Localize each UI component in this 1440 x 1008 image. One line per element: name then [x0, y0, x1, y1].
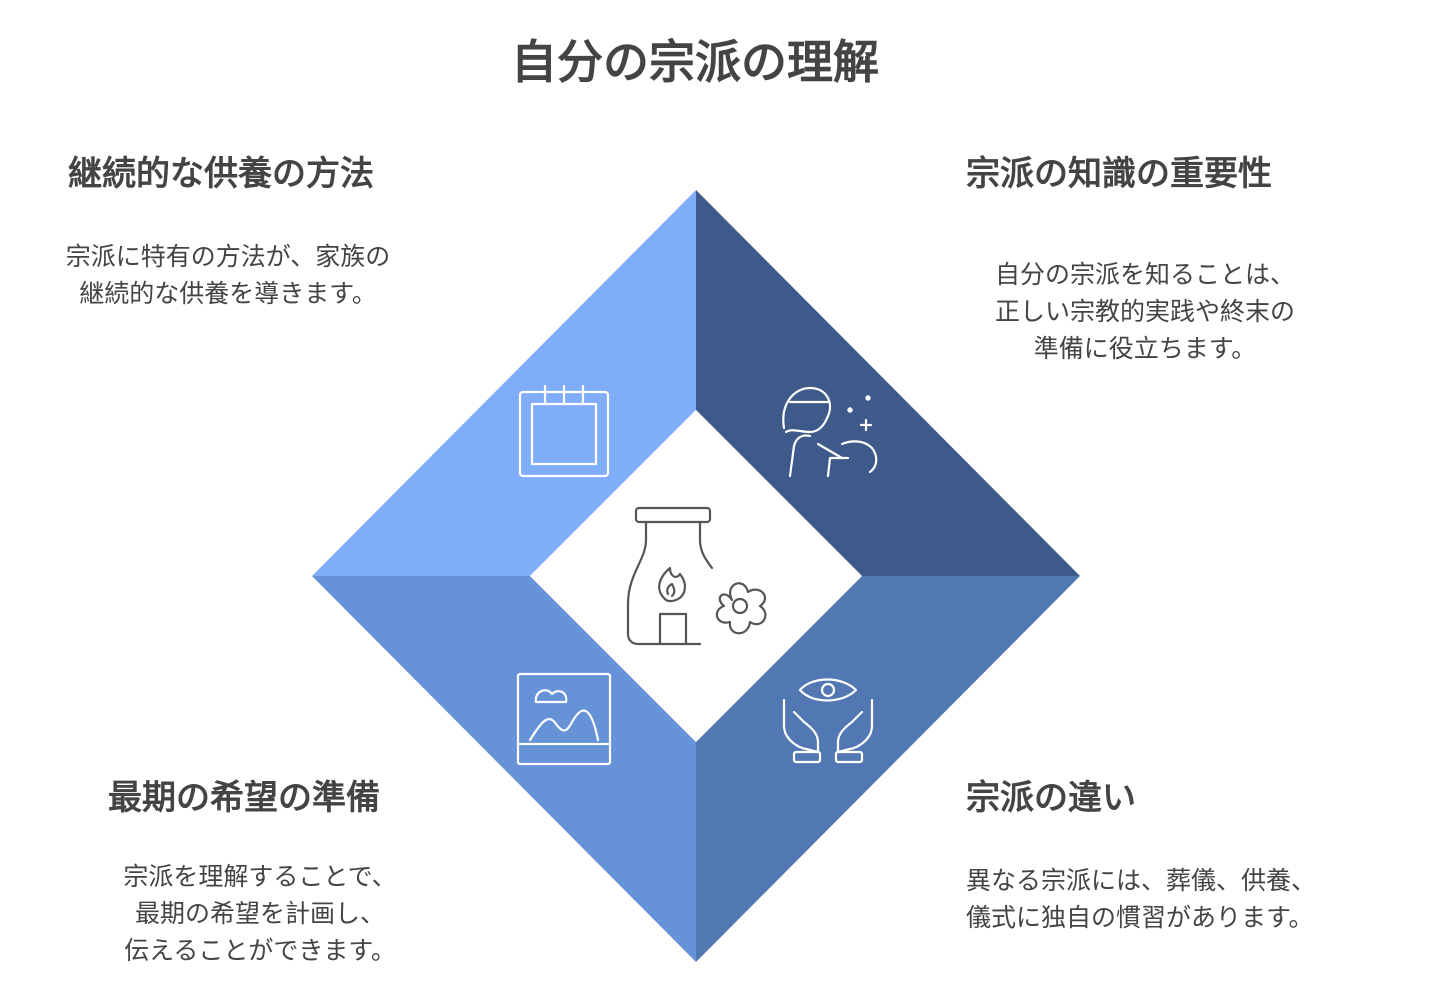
page-title: 自分の宗派の理解: [511, 35, 879, 89]
quadrant-top-left: [312, 190, 696, 576]
landscape-picture-icon: [516, 672, 612, 766]
quadrant-bottom-left: [312, 576, 696, 962]
incense-burner-flower-icon: [626, 506, 767, 646]
hands-eye-icon: [782, 678, 874, 764]
heading-final-wishes-preparation: 最期の希望の準備: [108, 778, 380, 818]
heading-sect-differences: 宗派の違い: [966, 778, 1136, 818]
text-sect-knowledge-importance: 自分の宗派を知ることは、 正しい宗教的実践や終末の 準備に役立ちます。: [994, 260, 1295, 363]
text-final-wishes-preparation: 宗派を理解することで、 最期の希望を計画し、 伝えることができます。: [123, 862, 397, 965]
quadrant-bottom-right: [696, 576, 1080, 962]
heading-sect-knowledge-importance: 宗派の知識の重要性: [966, 154, 1272, 194]
text-continuous-memorial: 宗派に特有の方法が、家族の 継続的な供養を導きます。: [65, 242, 391, 308]
quadrant-top-right: [696, 190, 1080, 576]
text-sect-differences: 異なる宗派には、葬儀、供養、 儀式に独自の慣習があります。: [966, 866, 1317, 932]
heading-continuous-memorial: 継続的な供養の方法: [68, 154, 374, 194]
center-diamond: [530, 410, 862, 742]
person-with-sparkles-icon: [782, 386, 878, 478]
calendar-icon: [518, 384, 610, 478]
